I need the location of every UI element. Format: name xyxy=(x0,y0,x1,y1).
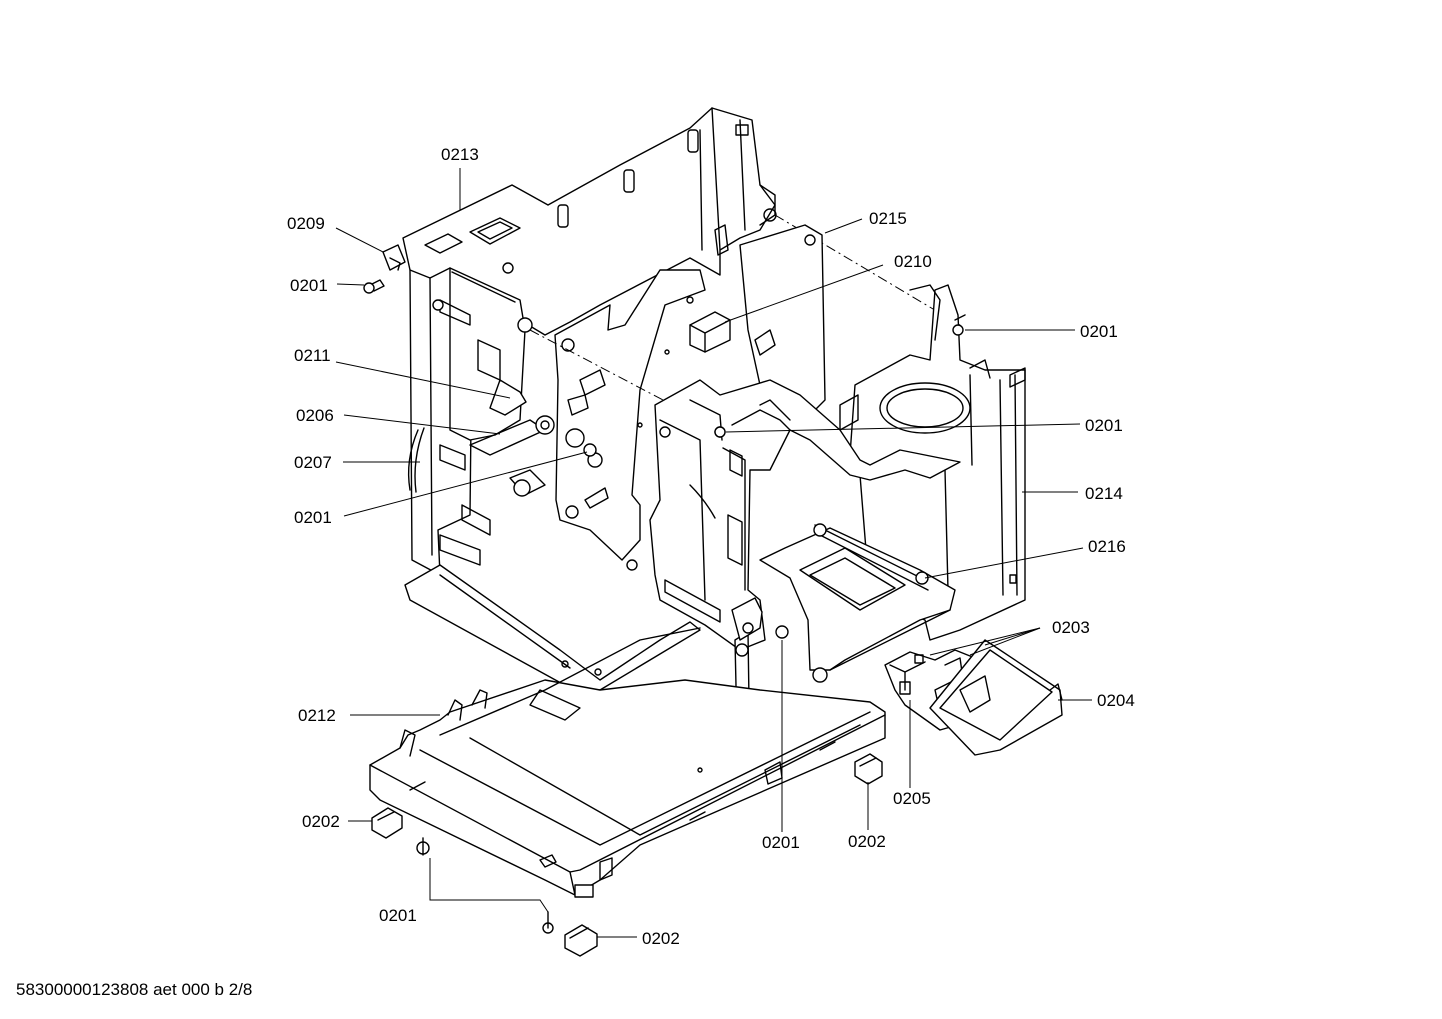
part-label-0201: 0201 xyxy=(1085,416,1123,435)
screw-icon xyxy=(416,837,430,856)
part-label-0201: 0201 xyxy=(290,276,328,295)
part-label-0216: 0216 xyxy=(1088,537,1126,556)
part-label-0206: 0206 xyxy=(296,406,334,425)
part-label-0203: 0203 xyxy=(1052,618,1090,637)
part-labels: 0213 0209 0201 0211 0206 0207 0201 0215 … xyxy=(287,145,1135,948)
part-label-0201: 0201 xyxy=(379,906,417,925)
screw-icon xyxy=(542,911,554,934)
part-label-0211: 0211 xyxy=(294,346,331,365)
rear-frame-wall xyxy=(402,107,777,576)
assembly-axis xyxy=(529,329,721,431)
part-label-0215: 0215 xyxy=(869,209,907,228)
screw-icon xyxy=(952,324,964,336)
part-label-0202: 0202 xyxy=(302,812,340,831)
part-label-0202: 0202 xyxy=(848,832,886,851)
base-frame xyxy=(369,627,886,898)
part-label-0201: 0201 xyxy=(1080,322,1118,341)
screw-icon xyxy=(714,426,726,438)
leader-lines xyxy=(335,168,1092,938)
feet xyxy=(371,753,883,957)
screw-icon xyxy=(775,625,789,639)
clip-part xyxy=(689,311,731,353)
base-plate xyxy=(404,564,701,691)
part-label-0212: 0212 xyxy=(298,706,336,725)
part-label-0214: 0214 xyxy=(1085,484,1123,503)
part-label-0204: 0204 xyxy=(1097,691,1135,710)
part-label-0201: 0201 xyxy=(294,508,332,527)
drip-tray xyxy=(759,523,956,683)
screws xyxy=(363,244,964,934)
screw-icon xyxy=(583,443,597,457)
part-label-0201: 0201 xyxy=(762,833,800,852)
part-label-0207: 0207 xyxy=(294,453,332,472)
document-reference: 58300000123808 aet 000 b 2/8 xyxy=(16,980,253,999)
foot-icon xyxy=(564,924,598,957)
foot-icon xyxy=(371,807,403,839)
part-label-0205: 0205 xyxy=(893,789,931,808)
fixing-clip xyxy=(382,244,406,271)
cover-plate xyxy=(929,639,1063,756)
rear-plate xyxy=(739,224,826,411)
part-label-0213: 0213 xyxy=(441,145,479,164)
central-bracket xyxy=(649,379,961,651)
part-label-0202: 0202 xyxy=(642,929,680,948)
part-label-0210: 0210 xyxy=(894,252,932,271)
foot-icon xyxy=(854,753,883,785)
part-label-0209: 0209 xyxy=(287,214,325,233)
screw-icon xyxy=(363,279,385,294)
